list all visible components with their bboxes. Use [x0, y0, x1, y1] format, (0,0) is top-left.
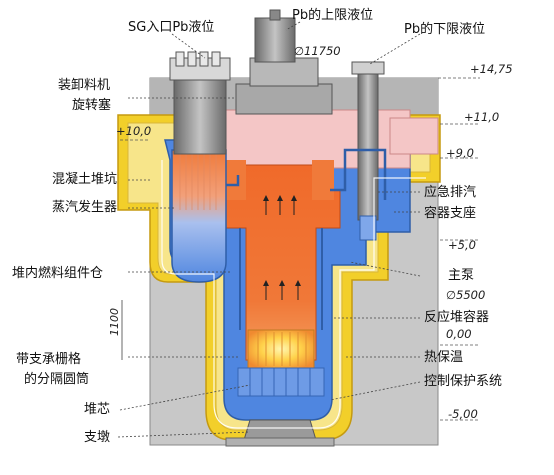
- elevation-14-75: +14,75: [470, 62, 513, 76]
- label-sg-inlet-level: SG入口Pb液位: [128, 20, 215, 35]
- label-concrete-pit: 混凝土堆坑: [52, 172, 118, 187]
- elevation-9-0: +9,0: [446, 146, 474, 160]
- label-vessel-support: 容器支座: [424, 206, 477, 221]
- elevation-minus-5-00: -5,00: [448, 407, 478, 421]
- label-dim-11750: ∅11750: [294, 44, 341, 58]
- label-pb-lower-level: Pb的下限液位: [404, 22, 486, 37]
- elevation-5-0: +5,0: [448, 238, 476, 252]
- support-pedestal: [243, 419, 317, 441]
- label-dim-5500: ∅5500: [446, 288, 486, 302]
- elevation-10-0: +10,0: [116, 124, 152, 138]
- support-grid: [237, 367, 325, 397]
- elevation-11-0: +11,0: [464, 110, 500, 124]
- label-core: 堆芯: [84, 402, 111, 417]
- rotating-plug: [235, 83, 333, 115]
- label-control-protection: 控制保护系统: [424, 374, 503, 389]
- refueling-machine-column: [254, 17, 296, 63]
- emergency-vent: [357, 69, 379, 221]
- label-main-pump: 主泵: [448, 268, 475, 283]
- sg-housing: [173, 73, 227, 155]
- label-emergency-vent: 应急排汽: [424, 185, 477, 200]
- label-rotating-plug: 旋转塞: [72, 98, 112, 113]
- elevation-0-00: 0,00: [446, 327, 472, 341]
- label-thermal-insulation: 热保温: [424, 350, 464, 365]
- label-support: 支墩: [84, 430, 111, 445]
- label-reactor-vessel: 反应堆容器: [424, 310, 490, 325]
- label-separation-shell-2: 的分隔圆筒: [24, 372, 90, 387]
- label-refueling-machine: 装卸料机: [58, 78, 111, 93]
- label-dim-1100: 1100: [108, 308, 121, 336]
- label-fuel-storage: 堆内燃料组件仓: [12, 266, 104, 281]
- label-separation-shell-1: 带支承栅格: [16, 352, 82, 367]
- label-steam-generator: 蒸汽发生器: [52, 200, 118, 215]
- core-region: [247, 329, 315, 369]
- label-pb-upper-level: Pb的上限液位: [292, 8, 374, 23]
- steam-generator: [171, 149, 227, 283]
